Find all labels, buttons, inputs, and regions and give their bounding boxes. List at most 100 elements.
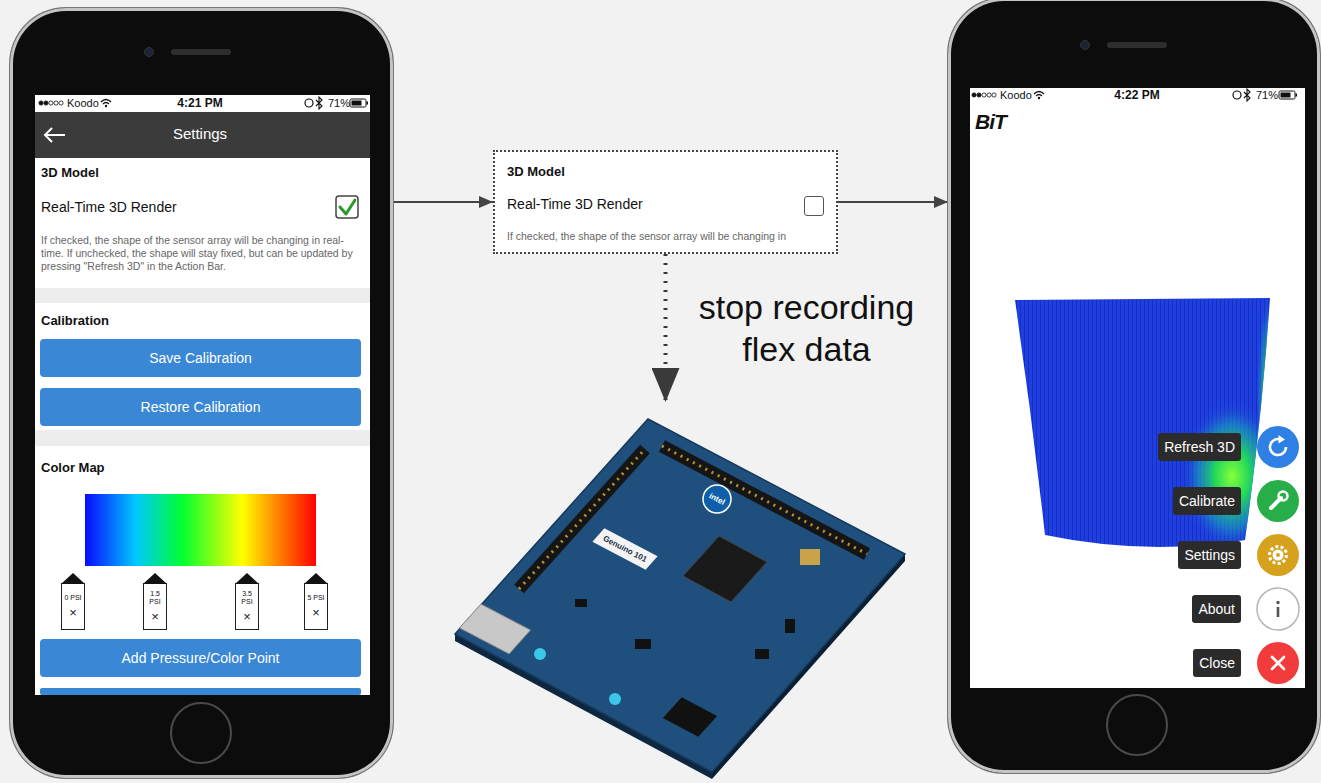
action-circle bbox=[1257, 426, 1299, 468]
edge-label: stop recording flex data bbox=[682, 286, 932, 370]
phone-camera bbox=[145, 48, 154, 57]
signal-dot bbox=[59, 101, 63, 105]
info-icon bbox=[1277, 607, 1280, 617]
lock-icon bbox=[1233, 91, 1241, 99]
battery-nub bbox=[1296, 94, 1298, 97]
pressure-marker: 1.5 PSI × bbox=[143, 583, 167, 630]
info-dot bbox=[1276, 601, 1279, 604]
marker-triangle bbox=[235, 573, 259, 584]
partial-button bbox=[40, 688, 361, 695]
flow-arrow bbox=[664, 254, 668, 402]
checkbox bbox=[336, 196, 358, 218]
action-circle bbox=[1257, 642, 1299, 684]
action-label: Refresh 3D bbox=[1158, 433, 1241, 461]
section-heading: 3D Model bbox=[507, 164, 565, 179]
action-circle bbox=[1257, 534, 1299, 576]
bluetooth-icon bbox=[1244, 89, 1250, 101]
reset-button bbox=[534, 648, 546, 660]
phone-screen bbox=[35, 95, 370, 695]
signal-dot bbox=[977, 93, 981, 97]
component bbox=[785, 619, 795, 633]
battery-level bbox=[1281, 93, 1291, 98]
remove-mark: × bbox=[151, 610, 159, 624]
phone-speaker bbox=[171, 49, 231, 55]
marker-cap bbox=[304, 572, 328, 584]
refresh-arrow bbox=[1279, 435, 1286, 444]
header-pins bbox=[662, 446, 867, 554]
action-label-text: Calibrate bbox=[1179, 493, 1235, 509]
phone-speaker bbox=[1107, 42, 1167, 48]
wifi-dot bbox=[1038, 97, 1040, 99]
pressure-marker: 0 PSI× bbox=[61, 583, 85, 630]
action-label: Calibrate bbox=[1173, 487, 1241, 515]
phone-camera bbox=[1081, 41, 1090, 50]
setting-description: If checked, the shape of the sensor arra… bbox=[41, 234, 366, 273]
remove-mark: × bbox=[243, 610, 251, 624]
marker-triangle bbox=[61, 573, 85, 584]
component bbox=[755, 649, 769, 659]
status-time: 4:21 PM bbox=[160, 96, 240, 110]
gear-teeth bbox=[1270, 547, 1287, 564]
home-button bbox=[1107, 695, 1167, 755]
signal-dot bbox=[49, 101, 53, 105]
header-pins bbox=[519, 449, 645, 589]
signal-dot bbox=[39, 101, 43, 105]
action-button: Restore Calibration bbox=[40, 388, 361, 426]
check-mark bbox=[340, 200, 355, 214]
action-button: Save Calibration bbox=[40, 339, 361, 377]
signal-dot bbox=[992, 93, 996, 97]
button-label: Save Calibration bbox=[149, 350, 252, 366]
wifi-icon bbox=[1034, 92, 1044, 97]
action-label-text: Close bbox=[1199, 655, 1235, 671]
antenna-pad bbox=[800, 549, 820, 565]
marker-triangle bbox=[143, 573, 167, 584]
wrench-head bbox=[1279, 492, 1288, 501]
home-button bbox=[171, 703, 231, 763]
gear-hole bbox=[1276, 553, 1280, 557]
phone-screen bbox=[970, 88, 1305, 688]
action-circle bbox=[1257, 588, 1299, 630]
setting-description: If checked, the shape of the sensor arra… bbox=[507, 230, 786, 242]
color-map-bar bbox=[85, 494, 316, 566]
board-group bbox=[455, 419, 905, 779]
phone-settings-screen: Koodo4:21 PM71%Settings3D ModelReal-Time… bbox=[10, 8, 393, 778]
lock-icon bbox=[305, 99, 313, 107]
action-circle bbox=[1257, 480, 1299, 522]
wifi-dot bbox=[105, 105, 107, 107]
section-heading: 3D Model bbox=[41, 165, 99, 180]
board-surface bbox=[455, 419, 905, 772]
action-label-text: About bbox=[1198, 601, 1235, 617]
pressure-marker: 5 PSI× bbox=[304, 583, 328, 630]
action-label: Settings bbox=[1178, 541, 1241, 569]
signal-dot bbox=[987, 93, 991, 97]
power-jack bbox=[663, 697, 717, 736]
component bbox=[635, 639, 651, 649]
logo-badge bbox=[703, 485, 731, 513]
pin-header bbox=[519, 449, 645, 589]
action-button: Add Pressure/Color Point bbox=[40, 639, 361, 677]
phone-render-screen: Koodo4:22 PM71%BiTRefresh 3DCalibrateSet… bbox=[948, 0, 1320, 773]
signal-dot bbox=[982, 93, 986, 97]
pressure-value: 0 PSI bbox=[64, 594, 81, 602]
signal-dot bbox=[54, 101, 58, 105]
setting-label: Real-Time 3D Render bbox=[41, 199, 177, 215]
battery-icon bbox=[1279, 91, 1295, 99]
board-label bbox=[592, 528, 657, 569]
signal-dot bbox=[44, 101, 48, 105]
action-label: Close bbox=[1193, 649, 1241, 677]
section-heading: Color Map bbox=[41, 460, 105, 475]
main-chip bbox=[683, 536, 767, 602]
checkbox bbox=[804, 196, 824, 216]
back-arrow bbox=[45, 128, 65, 142]
marker-cap bbox=[235, 572, 259, 584]
section-separator bbox=[35, 430, 370, 446]
remove-mark: × bbox=[312, 606, 320, 620]
board-drawing bbox=[455, 402, 910, 780]
marker-triangle bbox=[304, 573, 328, 584]
action-label-text: Refresh 3D bbox=[1164, 439, 1235, 455]
battery-level bbox=[352, 101, 362, 106]
setting-callout: 3D ModelReal-Time 3D RenderIf checked, t… bbox=[493, 150, 838, 254]
battery-icon bbox=[350, 99, 366, 107]
pressure-value: 1.5 PSI bbox=[144, 590, 166, 606]
